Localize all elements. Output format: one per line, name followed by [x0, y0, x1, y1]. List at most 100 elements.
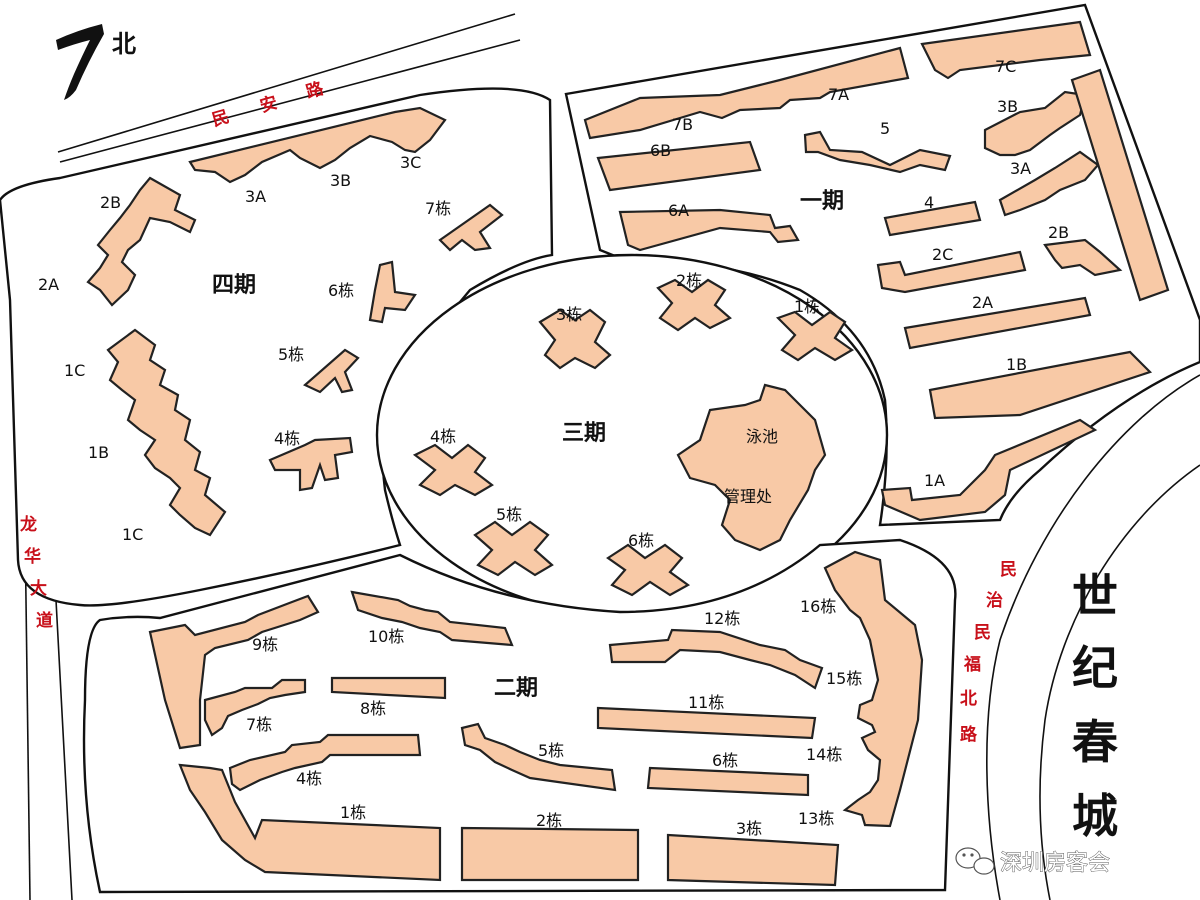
zone-label-phase1: 一期: [800, 189, 844, 214]
zone-phase2-boundary: [82, 538, 957, 894]
svg-text:华: 华: [24, 546, 41, 567]
zone-label-phase2: 二期: [494, 676, 538, 701]
minzhi-road-label: 民 治 民 福 北 路: [960, 560, 1017, 745]
minzhi-road-edge: [1039, 464, 1200, 900]
label-phase2-5: 5栋: [538, 741, 564, 760]
svg-text:纪: 纪: [1072, 641, 1118, 695]
zone-label-phase3: 三期: [562, 421, 606, 446]
building-2-3: [666, 833, 840, 887]
wechat-icon: [955, 847, 995, 875]
label-phase4-7: 7栋: [425, 199, 451, 218]
label-phase2-16: 16栋: [800, 597, 836, 616]
building-2-8: [330, 676, 447, 700]
svg-text:路: 路: [304, 78, 327, 103]
building-1-4: [883, 200, 982, 237]
label-phase2-6: 6栋: [712, 751, 738, 770]
building-1-2c: [876, 250, 1027, 294]
longhua-road-edge: [51, 559, 73, 900]
label-phase4-6: 6栋: [328, 281, 354, 300]
minan-road-edge: [57, 13, 516, 153]
label-phase2-3: 3栋: [736, 819, 762, 838]
svg-text:道: 道: [36, 610, 53, 631]
label-phase1-3b: 3B: [997, 97, 1018, 116]
label-phase2-14: 14栋: [806, 745, 842, 764]
building-4-7: [438, 203, 504, 252]
label-phase3-pool: 泳池: [746, 427, 778, 446]
building-2-4: [228, 733, 422, 792]
svg-text:北: 北: [960, 689, 977, 709]
label-phase1-2b: 2B: [1048, 223, 1069, 242]
label-phase1-1a: 1A: [924, 471, 945, 490]
label-phase4-2b: 2B: [100, 193, 121, 212]
building-3-2: [656, 278, 732, 332]
svg-text:治: 治: [986, 590, 1003, 611]
building-1-6b: [596, 140, 762, 192]
label-phase4-3a: 3A: [245, 187, 266, 206]
label-phase3-4: 4栋: [430, 427, 456, 446]
label-phase1-2a: 2A: [972, 293, 993, 312]
label-phase3-6: 6栋: [628, 531, 654, 550]
building-2-2: [460, 826, 640, 882]
building-2-5: [460, 722, 617, 792]
building-3-4: [412, 443, 494, 497]
building-3-pool-office: [676, 383, 827, 552]
label-phase2-9: 9栋: [252, 635, 278, 654]
label-phase2-2: 2栋: [536, 811, 562, 830]
building-1-3a-lower: [998, 150, 1100, 217]
label-phase1-7b: 7B: [672, 115, 693, 134]
building-3-1: [775, 310, 855, 362]
complex-name: 世 纪 春 城: [1072, 569, 1118, 843]
label-phase3-5: 5栋: [496, 505, 522, 524]
building-4-4: [268, 436, 354, 492]
building-1-2b: [1043, 238, 1123, 277]
watermark: 深圳房客会: [955, 847, 1110, 876]
svg-text:安: 安: [258, 92, 280, 117]
label-phase2-11: 11栋: [688, 693, 724, 712]
building-2-7: [203, 678, 307, 737]
label-phase4-5: 5栋: [278, 345, 304, 364]
building-2-6: [646, 766, 810, 797]
building-4-5: [303, 348, 360, 394]
north-label: 北: [112, 30, 136, 58]
building-2-10: [350, 590, 514, 647]
svg-text:春: 春: [1072, 715, 1118, 769]
label-phase2-10: 10栋: [368, 627, 404, 646]
building-4-6: [368, 260, 417, 324]
building-2-11: [596, 706, 817, 740]
label-phase1-4: 4: [924, 193, 934, 212]
label-phase1-3a: 3A: [1010, 159, 1031, 178]
building-1-7c: [920, 20, 1092, 80]
building-2-9: [148, 594, 320, 750]
watermark-text: 深圳房客会: [1000, 851, 1110, 876]
label-phase4-4: 4栋: [274, 429, 300, 448]
building-1-7a-7b: [583, 46, 910, 140]
building-2-16-15-14-13: [823, 550, 924, 828]
label-phase2-15: 15栋: [826, 669, 862, 688]
label-phase2-7: 7栋: [246, 715, 272, 734]
building-1-6a: [618, 208, 800, 252]
building-1-3b-3a: [983, 90, 1087, 157]
label-phase1-7c: 7C: [995, 57, 1016, 76]
svg-text:民: 民: [1000, 560, 1017, 580]
building-1-1b: [928, 350, 1153, 420]
label-phase1-7a: 7A: [828, 85, 849, 104]
label-phase3-3: 3栋: [556, 305, 582, 324]
building-3-3: [538, 308, 612, 370]
svg-text:民: 民: [974, 623, 991, 643]
label-phase4-1b: 1B: [88, 443, 109, 462]
label-phase4-2a: 2A: [38, 275, 59, 294]
label-phase4-1c-top: 1C: [64, 361, 85, 380]
minzhi-road-edge: [986, 374, 1200, 900]
svg-text:民: 民: [210, 107, 232, 131]
svg-text:龙: 龙: [19, 514, 37, 535]
label-phase1-5: 5: [880, 119, 890, 138]
building-1-east-column: [1070, 68, 1170, 302]
label-phase2-1: 1栋: [340, 803, 366, 822]
building-4-1c-1b-1c: [106, 328, 227, 537]
label-phase1-1b: 1B: [1006, 355, 1027, 374]
label-phase1-6b: 6B: [650, 141, 671, 160]
minan-road-label: 民 安 路: [210, 78, 327, 131]
svg-text:世: 世: [1072, 569, 1118, 623]
svg-text:城: 城: [1072, 789, 1118, 843]
